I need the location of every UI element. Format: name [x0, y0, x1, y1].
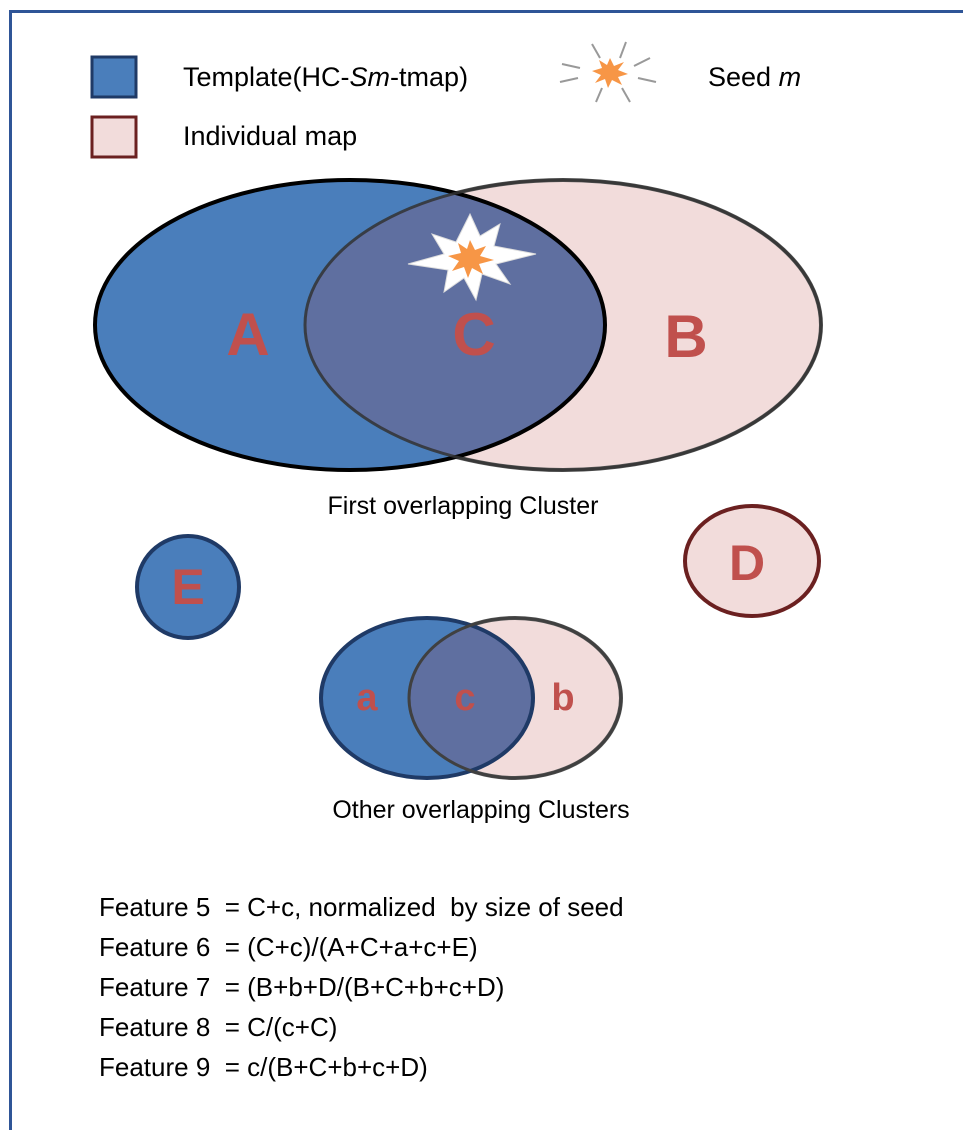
- venn-diagram: Template(HC-Sm-tmap) Individual map Seed…: [90, 41, 823, 1082]
- legend-seed-starburst-icon: [559, 41, 657, 103]
- legend-template-swatch: [90, 55, 138, 99]
- feature-7-formula: Feature 7 = (B+b+D/(B+C+b+c+D): [99, 972, 504, 1002]
- region-label-c: c: [454, 677, 475, 719]
- region-E-circle: [135, 534, 241, 640]
- region-label-C: C: [452, 301, 495, 368]
- region-c-overlap: [409, 618, 533, 778]
- region-label-D: D: [729, 535, 765, 591]
- legend-individual-label: Individual map: [183, 121, 357, 151]
- region-label-B: B: [664, 303, 707, 370]
- feature-6-formula: Feature 6 = (C+c)/(A+C+a+c+E): [99, 932, 478, 962]
- region-A-outline: [93, 178, 607, 472]
- region-label-b: b: [551, 677, 574, 719]
- diagram-frame: [9, 10, 963, 1130]
- region-label-E: E: [171, 559, 204, 615]
- legend-template-label: Template(HC-Sm-tmap): [183, 62, 468, 92]
- legend-seed-label: Seed m: [708, 62, 801, 92]
- feature-5-formula: Feature 5 = C+c, normalized by size of s…: [99, 892, 624, 922]
- legend-individual-swatch: [90, 115, 138, 159]
- region-D-ellipse: [683, 504, 821, 618]
- region-a-outline: [319, 616, 535, 780]
- region-B-outline: [303, 178, 823, 472]
- region-b-outline: [407, 616, 623, 780]
- region-label-A: A: [226, 301, 269, 368]
- region-label-a: a: [356, 677, 378, 719]
- feature-9-formula: Feature 9 = c/(B+C+b+c+D): [99, 1052, 428, 1082]
- seed-starburst-icon: [407, 212, 537, 302]
- region-C-overlap: [305, 180, 605, 470]
- feature-8-formula: Feature 8 = C/(c+C): [99, 1012, 337, 1042]
- first-cluster-caption: First overlapping Cluster: [328, 492, 599, 520]
- other-clusters-caption: Other overlapping Clusters: [332, 796, 629, 824]
